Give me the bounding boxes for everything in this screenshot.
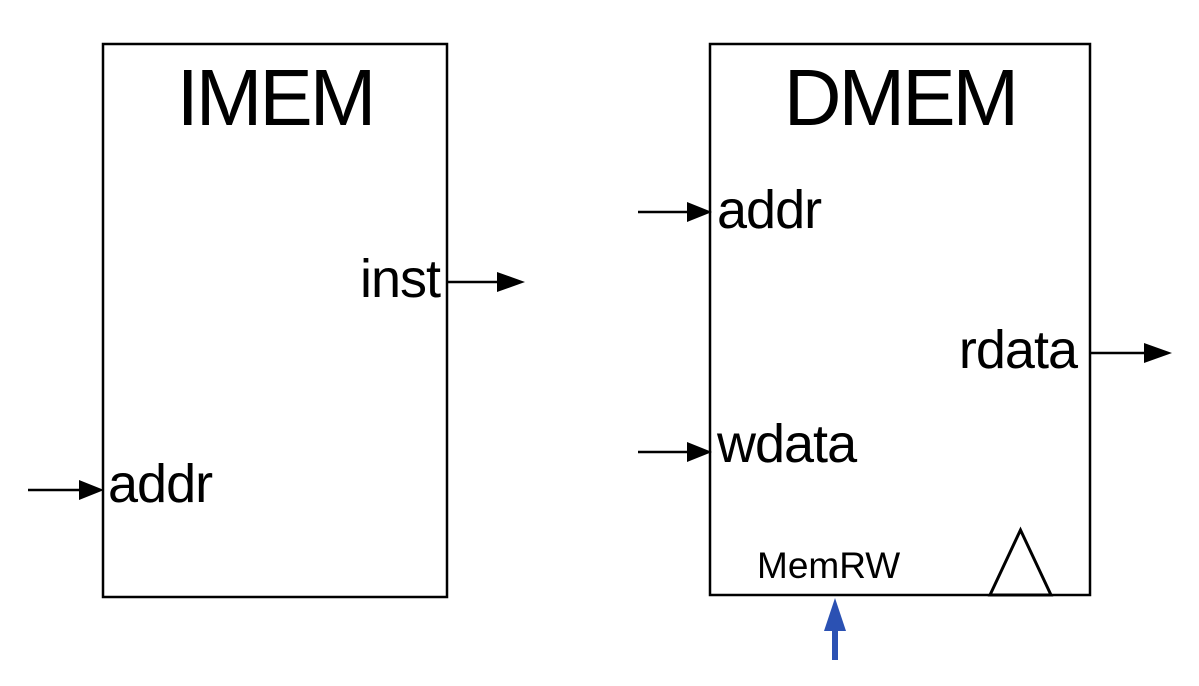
dmem-wdata-input-arrow (638, 442, 712, 462)
dmem-port-memrw-label: MemRW (757, 545, 900, 586)
imem-inst-output-arrow (447, 272, 525, 292)
imem-box (101, 42, 449, 599)
clock-triangle-icon (987, 526, 1054, 597)
imem-addr-input-arrow (28, 480, 104, 500)
dmem-port-wdata-label: wdata (716, 414, 858, 474)
dmem-box (708, 42, 1092, 597)
imem-title: IMEM (177, 53, 374, 142)
imem-port-addr-label: addr (108, 454, 213, 514)
dmem-addr-input-arrow (638, 202, 712, 222)
dmem-block: DMEM addr wdata rdata MemRW (638, 42, 1172, 660)
dmem-title: DMEM (784, 53, 1016, 142)
imem-block: IMEM addr inst (28, 42, 525, 599)
dmem-rdata-output-arrow (1090, 343, 1172, 363)
dmem-port-rdata-label: rdata (959, 320, 1079, 380)
imem-port-inst-label: inst (360, 249, 441, 309)
memrw-control-arrow (824, 598, 846, 660)
dmem-port-addr-label: addr (717, 180, 822, 240)
